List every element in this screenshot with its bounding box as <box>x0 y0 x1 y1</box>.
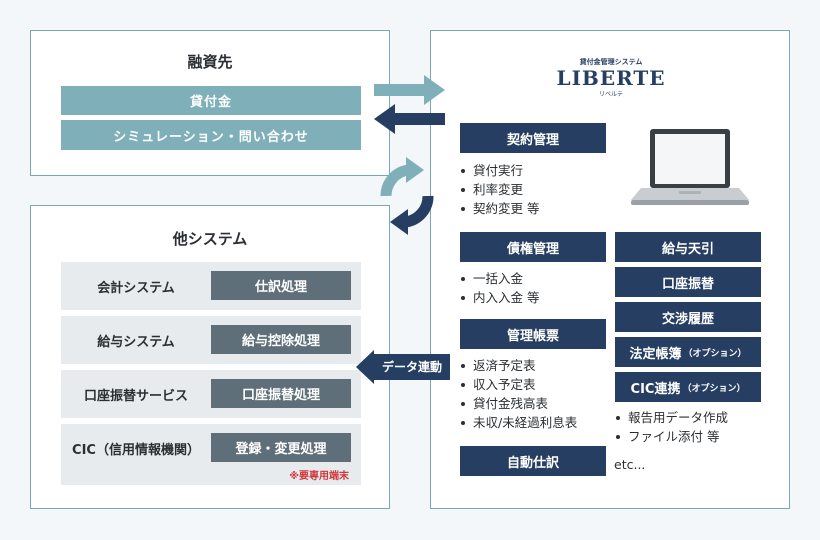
arrow-left-icon <box>374 104 445 134</box>
option-tag: （オプション） <box>682 383 746 394</box>
list-item: 一括入金 <box>459 269 539 288</box>
credit-items-list: 一括入金 内入入金 等 <box>459 269 539 307</box>
system-row-action[interactable]: 口座振替処理 <box>211 379 351 408</box>
other-systems-panel: 他システム 会計システム 仕訳処理 給与システム 給与控除処理 口座振替サービス… <box>30 205 390 509</box>
system-row-cic: CIC（信用情報機関） 登録・変更処理 ※要専用端末 <box>61 424 361 485</box>
liberte-panel: 貸付金管理システム LIBERTE リベルテ 契約管理 貸付実行 利率変更 契約… <box>430 30 790 509</box>
logo-kana: リベルテ <box>598 91 623 98</box>
module-management-reports[interactable]: 管理帳票 <box>460 319 606 349</box>
lender-panel: 融資先 貸付金 シミュレーション・問い合わせ <box>30 30 390 176</box>
module-label: CIC連携 <box>630 381 681 397</box>
list-item: 未収/未経過利息表 <box>459 413 577 432</box>
system-row-payroll: 給与システム 給与控除処理 <box>61 316 361 364</box>
laptop-icon <box>631 129 749 205</box>
system-row-label: 口座振替サービス <box>83 388 188 404</box>
data-link-label: データ連動 <box>381 360 442 374</box>
sync-cycle-icon <box>380 157 434 235</box>
list-item: 貸付実行 <box>459 161 539 180</box>
system-row-label: CIC（信用情報機関） <box>72 442 200 458</box>
system-row-label: 給与システム <box>97 334 175 350</box>
list-item: 内入入金 等 <box>459 288 539 307</box>
module-contract-management[interactable]: 契約管理 <box>460 123 606 153</box>
module-label: 口座振替 <box>661 276 714 292</box>
arrow-left-icon <box>356 350 450 384</box>
system-row-action[interactable]: 仕訳処理 <box>211 271 351 300</box>
cic-note: ※要専用端末 <box>289 471 349 482</box>
list-item: 貸付金残高表 <box>459 394 577 413</box>
system-row-action[interactable]: 登録・変更処理 <box>211 433 351 462</box>
system-row-action[interactable]: 給与控除処理 <box>211 325 351 354</box>
module-payroll-deduction[interactable]: 給与天引 <box>615 232 761 262</box>
list-item: 契約変更 等 <box>459 199 539 218</box>
right-items-list: 報告用データ作成 ファイル添付 等 <box>614 408 728 446</box>
other-systems-title: 他システム <box>172 230 248 248</box>
system-row-transfer: 口座振替サービス 口座振替処理 <box>61 370 361 418</box>
loan-button[interactable]: 貸付金 <box>61 86 361 115</box>
module-negotiation-history[interactable]: 交渉履歴 <box>615 302 761 332</box>
arrow-right-icon <box>374 75 445 105</box>
logo-wordmark: LIBERTE <box>556 66 666 90</box>
lender-title: 融資先 <box>187 53 233 71</box>
contract-items-list: 貸付実行 利率変更 契約変更 等 <box>459 161 539 218</box>
list-item: 返済予定表 <box>459 356 577 375</box>
system-row-accounting: 会計システム 仕訳処理 <box>61 262 361 310</box>
list-item: ファイル添付 等 <box>614 427 728 446</box>
module-auto-journal[interactable]: 自動仕訳 <box>460 446 606 476</box>
simulation-inquiry-button[interactable]: シミュレーション・問い合わせ <box>61 120 361 150</box>
etc-text: etc... <box>614 457 646 472</box>
module-label: 法定帳簿 <box>629 346 682 362</box>
data-link-arrow: データ連動 <box>356 350 450 384</box>
reports-items-list: 返済予定表 収入予定表 貸付金残高表 未収/未経過利息表 <box>459 356 577 432</box>
module-statutory-books[interactable]: 法定帳簿（オプション） <box>615 337 761 367</box>
module-account-transfer[interactable]: 口座振替 <box>615 267 761 297</box>
list-item: 利率変更 <box>459 180 539 199</box>
module-label: 交渉履歴 <box>661 311 714 327</box>
module-credit-management[interactable]: 債権管理 <box>460 232 606 262</box>
system-row-label: 会計システム <box>97 280 175 296</box>
list-item: 収入予定表 <box>459 375 577 394</box>
option-tag: （オプション） <box>683 348 747 359</box>
liberte-logo: 貸付金管理システム LIBERTE リベルテ <box>541 57 681 98</box>
list-item: 報告用データ作成 <box>614 408 728 427</box>
module-label: 給与天引 <box>661 241 714 257</box>
logo-subtitle: 貸付金管理システム <box>579 58 643 66</box>
module-cic-link[interactable]: CIC連携（オプション） <box>615 372 761 402</box>
